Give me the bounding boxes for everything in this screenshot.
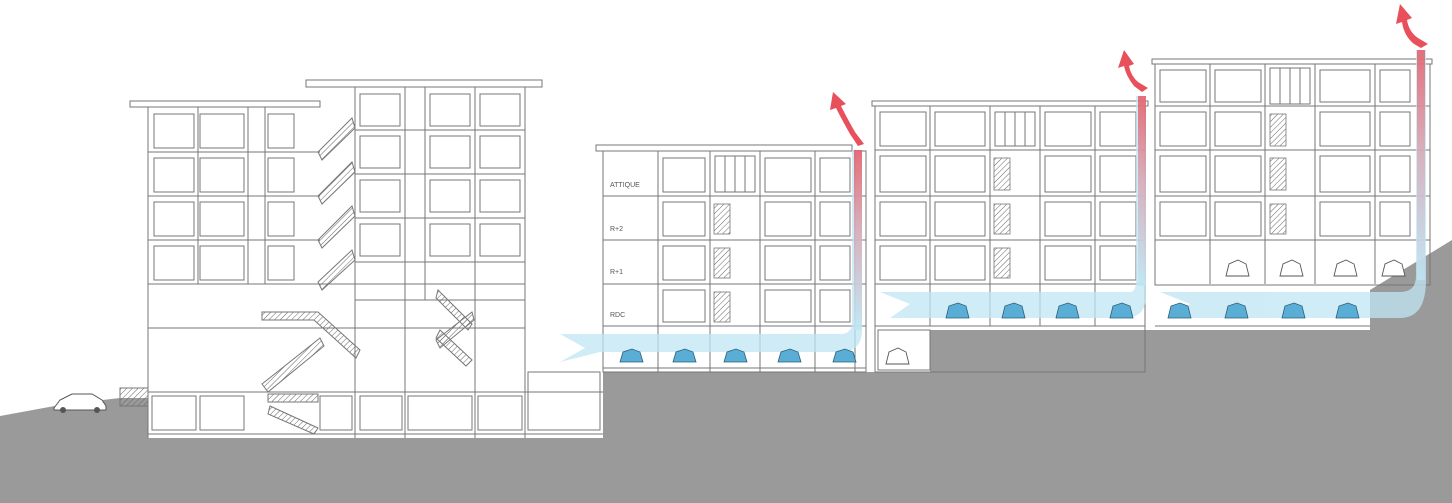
floor-label-rdc: RDC [610,312,625,319]
car-icon [885,259,1406,365]
floor-label-r2: R+2 [610,226,623,233]
car-icon [53,393,107,413]
staircase [1269,113,1287,235]
staircase [993,157,1011,279]
staircase [261,117,475,435]
ground-terrain [0,240,1452,503]
exhaust-shaft [854,50,1425,330]
floor-label-r1: R+1 [610,269,623,276]
ventilation-flow [560,50,1426,362]
car-icon [619,302,1360,363]
left-building [119,79,603,438]
staircase [713,203,731,323]
building-4 [1151,58,1433,327]
floor-label-attique: ATTIQUE [610,182,640,189]
exhaust-arrow-icon [830,4,1428,146]
